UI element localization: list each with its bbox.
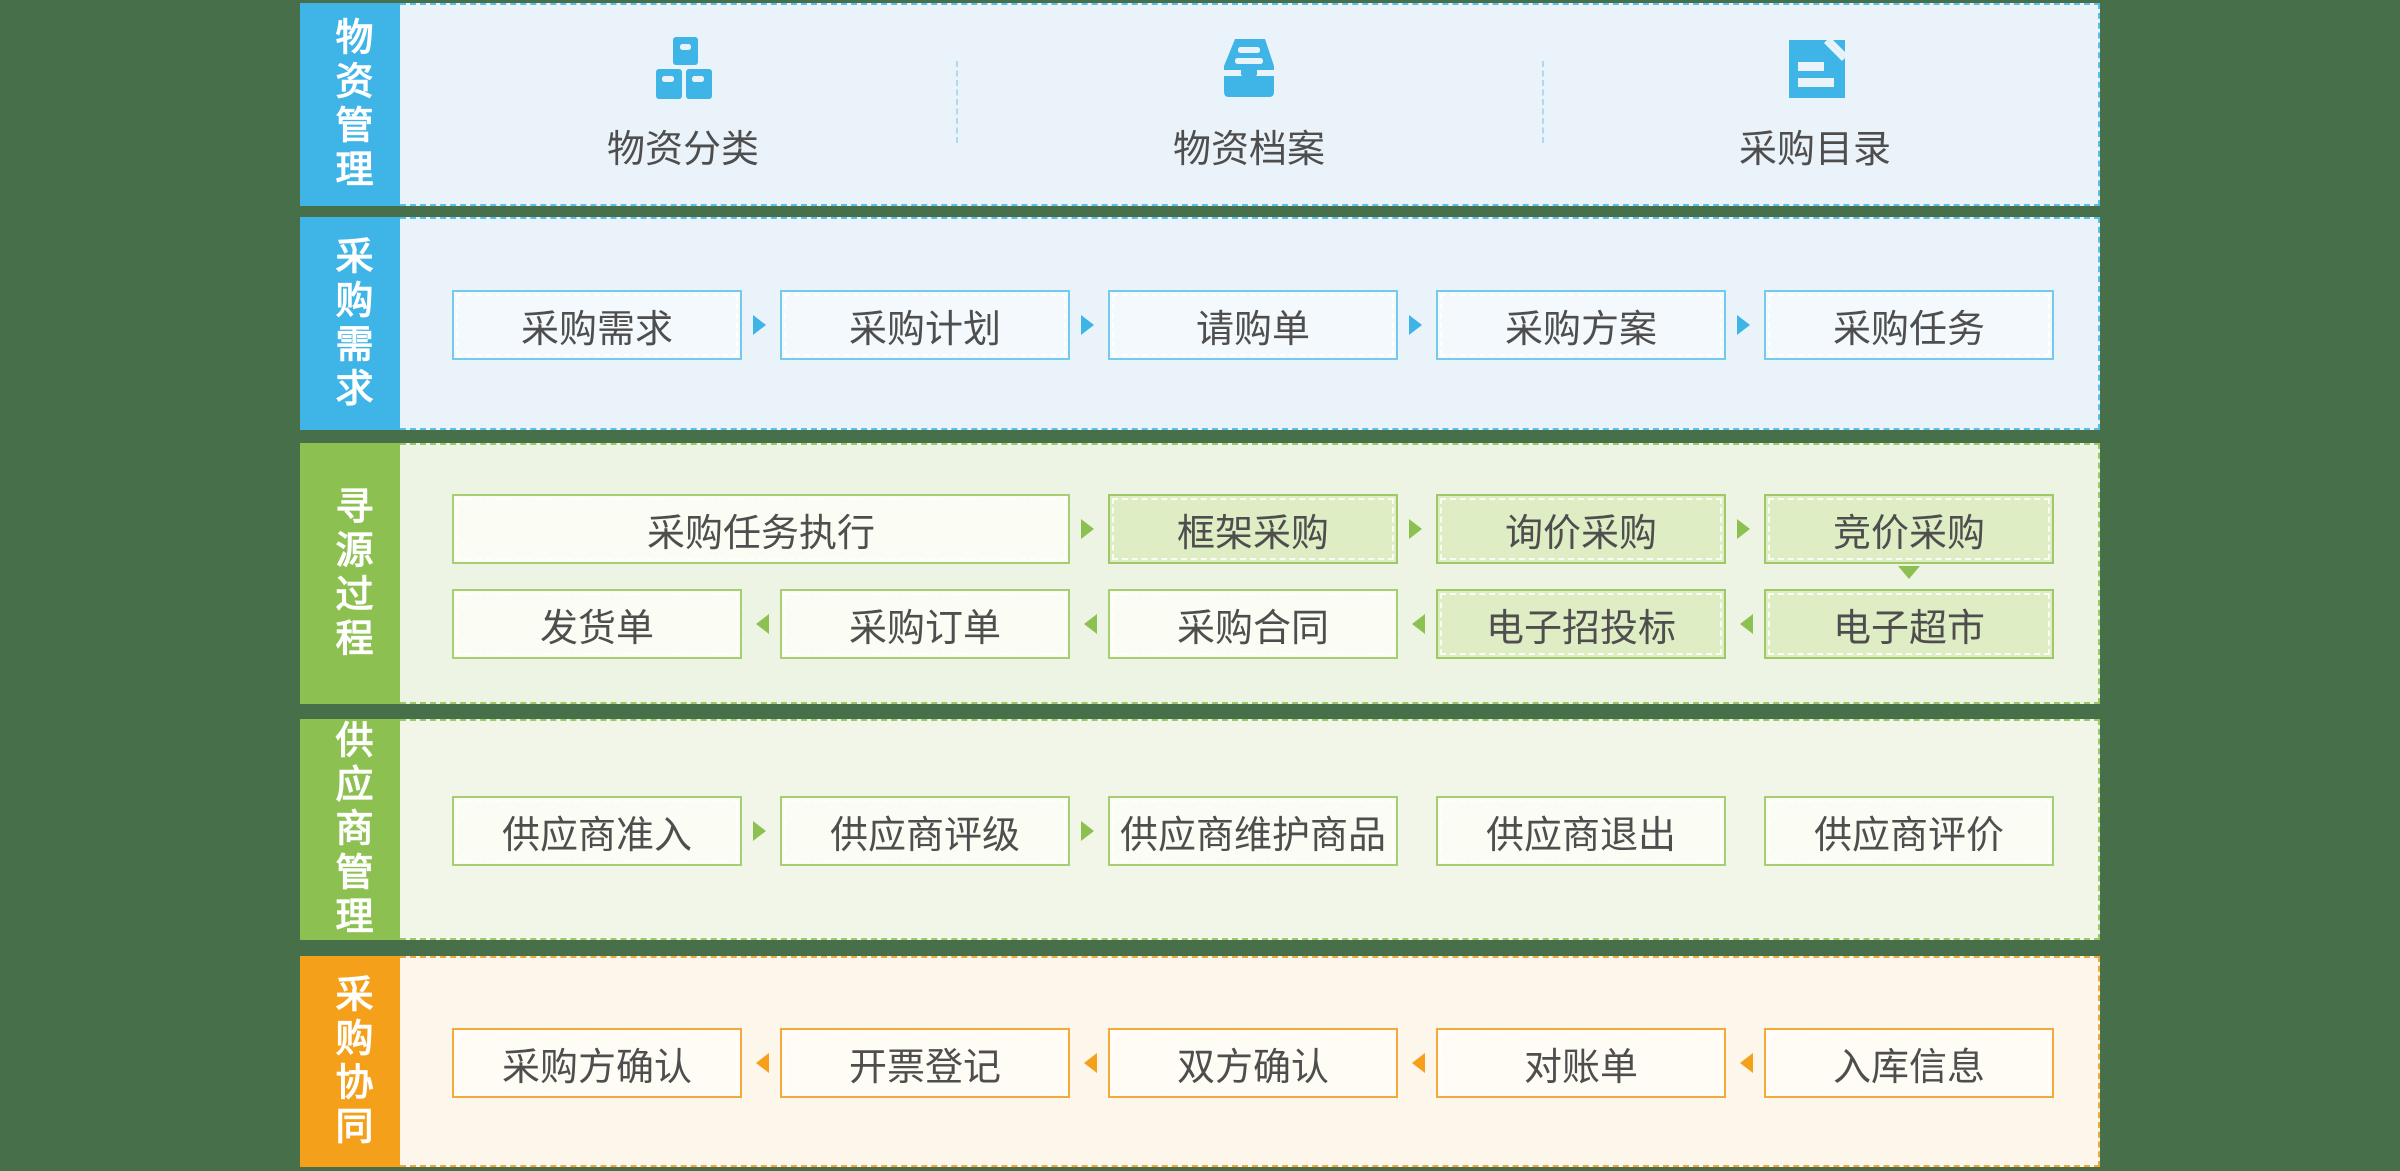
arrow-right-icon: [753, 315, 766, 335]
box-label: 采购订单: [848, 607, 1001, 650]
boxes-icon: [656, 37, 712, 99]
box-label: 请购单: [1195, 308, 1310, 351]
box-e-tendering: 电子招投标: [1412, 589, 1726, 659]
box-label: 供应商评价: [1813, 814, 2004, 857]
arrow-left-icon: [1412, 1053, 1425, 1073]
box-label: 供应商退出: [1485, 814, 1676, 857]
arrow-right-icon: [753, 821, 766, 841]
box-label: 采购任务执行: [646, 512, 875, 555]
box-label: 询价采购: [1504, 512, 1657, 555]
divider: [956, 61, 958, 143]
box-supplier-admission: 供应商准入: [452, 796, 766, 866]
category-material-archive: 物资档案: [966, 5, 1532, 204]
box-label: 发货单: [539, 607, 654, 650]
band-material-management-content: 物资分类 物资档案: [400, 3, 2100, 206]
band-title: 采购需求: [329, 235, 371, 412]
band-supplier-management: 供应商管理 供应商准入 供应商评级 供应商维护商品 供应商退出: [300, 719, 2100, 940]
band-material-management-sidebar: 物资管理: [300, 3, 400, 206]
box-purchase-request: 采购需求: [452, 290, 766, 360]
arrow-left-icon: [756, 614, 769, 634]
box-label: 开票登记: [848, 1046, 1001, 1089]
archive-icon: [1224, 39, 1274, 97]
arrow-down-icon: [1898, 566, 1920, 579]
box-label: 采购需求: [520, 308, 673, 351]
category-label: 采购目录: [1738, 129, 1891, 171]
arrow-right-icon: [1409, 315, 1422, 335]
box-label: 供应商评级: [829, 814, 1020, 857]
box-purchase-scheme: 采购方案: [1436, 290, 1750, 360]
band-supplier-management-sidebar: 供应商管理: [300, 719, 400, 940]
box-label: 框架采购: [1176, 512, 1329, 555]
category-label: 物资分类: [606, 129, 759, 171]
arrow-left-icon: [1740, 1053, 1753, 1073]
band-purchase-demand-sidebar: 采购需求: [300, 217, 400, 430]
category-label: 物资档案: [1172, 129, 1325, 171]
box-label: 采购计划: [848, 308, 1001, 351]
band-purchase-collaboration-content: 采购方确认 开票登记 双方确认 对账单 入库信息: [400, 956, 2100, 1167]
band-sourcing-process-sidebar: 寻源过程: [300, 443, 400, 704]
box-supplier-maintain-goods: 供应商维护商品: [1108, 796, 1398, 866]
document-icon: [1789, 40, 1845, 98]
box-label: 采购任务: [1832, 308, 1985, 351]
box-statement: 对账单: [1412, 1028, 1726, 1098]
box-requisition: 请购单: [1108, 290, 1422, 360]
box-label: 采购合同: [1176, 607, 1329, 650]
arrow-left-icon: [756, 1053, 769, 1073]
box-label: 双方确认: [1176, 1046, 1329, 1089]
arrow-left-icon: [1084, 614, 1097, 634]
box-label: 供应商准入: [501, 814, 692, 857]
band-sourcing-process: 寻源过程 采购任务执行 框架采购 询价采购 竞价采购: [300, 443, 2100, 704]
box-label: 电子招投标: [1485, 607, 1676, 650]
box-delivery-note: 发货单: [452, 589, 742, 659]
box-buyer-confirm: 采购方确认: [452, 1028, 742, 1098]
band-purchase-collaboration: 采购协同 采购方确认 开票登记 双方确认 对账单: [300, 956, 2100, 1167]
box-label: 采购方确认: [501, 1046, 692, 1089]
box-label: 入库信息: [1832, 1046, 1985, 1089]
box-supplier-rating: 供应商评级: [780, 796, 1094, 866]
arrow-right-icon: [1409, 519, 1422, 539]
arrow-right-icon: [1737, 519, 1750, 539]
arrow-right-icon: [1081, 821, 1094, 841]
divider: [1542, 61, 1544, 143]
band-purchase-collaboration-sidebar: 采购协同: [300, 956, 400, 1167]
band-title: 采购协同: [329, 973, 371, 1150]
band-title: 寻源过程: [329, 485, 371, 662]
box-invoice-register: 开票登记: [756, 1028, 1070, 1098]
box-e-mall: 电子超市: [1740, 589, 2054, 659]
band-sourcing-process-content: 采购任务执行 框架采购 询价采购 竞价采购 发货单: [400, 443, 2100, 704]
arrow-right-icon: [1737, 315, 1750, 335]
band-purchase-demand: 采购需求 采购需求 采购计划 请购单 采购方案: [300, 217, 2100, 430]
arrow-left-icon: [1740, 614, 1753, 634]
category-purchase-catalog: 采购目录: [1532, 5, 2098, 204]
box-purchase-task: 采购任务: [1764, 290, 2054, 360]
band-material-management: 物资管理 物资分类: [300, 3, 2100, 206]
box-supplier-exit: 供应商退出: [1436, 796, 1726, 866]
box-framework-purchase: 框架采购: [1108, 494, 1422, 564]
box-purchase-order: 采购订单: [756, 589, 1070, 659]
box-inquiry-purchase: 询价采购: [1436, 494, 1750, 564]
band-title: 供应商管理: [329, 719, 371, 940]
arrow-left-icon: [1084, 1053, 1097, 1073]
box-bidding-purchase: 竞价采购: [1764, 494, 2054, 564]
category-material-classification: 物资分类: [400, 5, 966, 204]
box-purchase-contract: 采购合同: [1084, 589, 1398, 659]
arrow-left-icon: [1412, 614, 1425, 634]
box-purchase-plan: 采购计划: [780, 290, 1094, 360]
band-supplier-management-content: 供应商准入 供应商评级 供应商维护商品 供应商退出 供应商评价: [400, 719, 2100, 940]
box-label: 采购方案: [1504, 308, 1657, 351]
box-both-parties-confirm: 双方确认: [1084, 1028, 1398, 1098]
band-title: 物资管理: [329, 16, 371, 193]
box-label: 供应商维护商品: [1119, 814, 1386, 857]
box-purchase-task-execution: 采购任务执行: [452, 494, 1094, 564]
arrow-right-icon: [1081, 519, 1094, 539]
box-supplier-evaluation: 供应商评价: [1764, 796, 2054, 866]
band-purchase-demand-content: 采购需求 采购计划 请购单 采购方案 采购任务: [400, 217, 2100, 430]
box-label: 电子超市: [1832, 607, 1985, 650]
arrow-right-icon: [1081, 315, 1094, 335]
box-label: 对账单: [1523, 1046, 1638, 1089]
box-label: 竞价采购: [1832, 512, 1985, 555]
box-inbound-info: 入库信息: [1740, 1028, 2054, 1098]
